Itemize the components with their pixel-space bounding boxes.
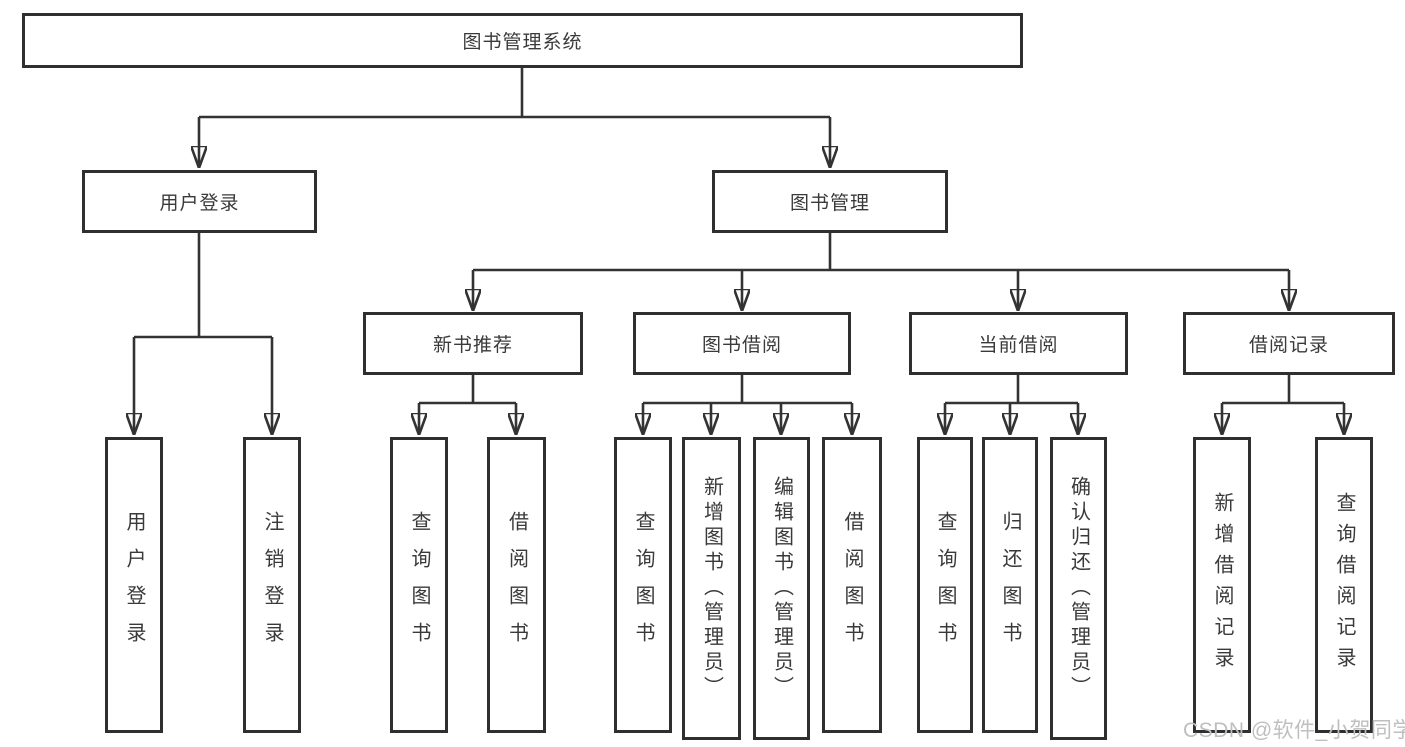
node-query-books-1: 查询图书 — [390, 437, 448, 733]
node-logout-leaf: 注销登录 — [243, 437, 301, 733]
node-user-login: 用户登录 — [82, 170, 317, 233]
node-edit-book-admin: 编辑图书（管理员） — [753, 437, 810, 740]
node-query-books-3: 查询图书 — [917, 437, 973, 733]
node-user-login-leaf: 用户登录 — [105, 437, 163, 733]
node-borrow-records: 借阅记录 — [1183, 312, 1395, 375]
node-add-book-admin: 新增图书（管理员） — [682, 437, 741, 740]
node-query-borrow-record: 查询借阅记录 — [1315, 437, 1373, 733]
node-new-book-recommend: 新书推荐 — [363, 312, 583, 375]
node-return-book: 归还图书 — [982, 437, 1038, 733]
node-query-books-2: 查询图书 — [614, 437, 672, 733]
node-borrow-books-1: 借阅图书 — [487, 437, 546, 733]
node-library-management-system: 图书管理系统 — [22, 13, 1023, 68]
node-add-borrow-record: 新增借阅记录 — [1193, 437, 1251, 733]
watermark: CSDN @软件_小贺同学 — [1183, 719, 1405, 742]
node-confirm-return-admin: 确认归还（管理员） — [1050, 437, 1107, 740]
node-book-borrow: 图书借阅 — [633, 312, 851, 375]
node-current-borrow: 当前借阅 — [909, 312, 1128, 375]
node-borrow-books-2: 借阅图书 — [822, 437, 882, 733]
node-book-management: 图书管理 — [712, 170, 948, 233]
